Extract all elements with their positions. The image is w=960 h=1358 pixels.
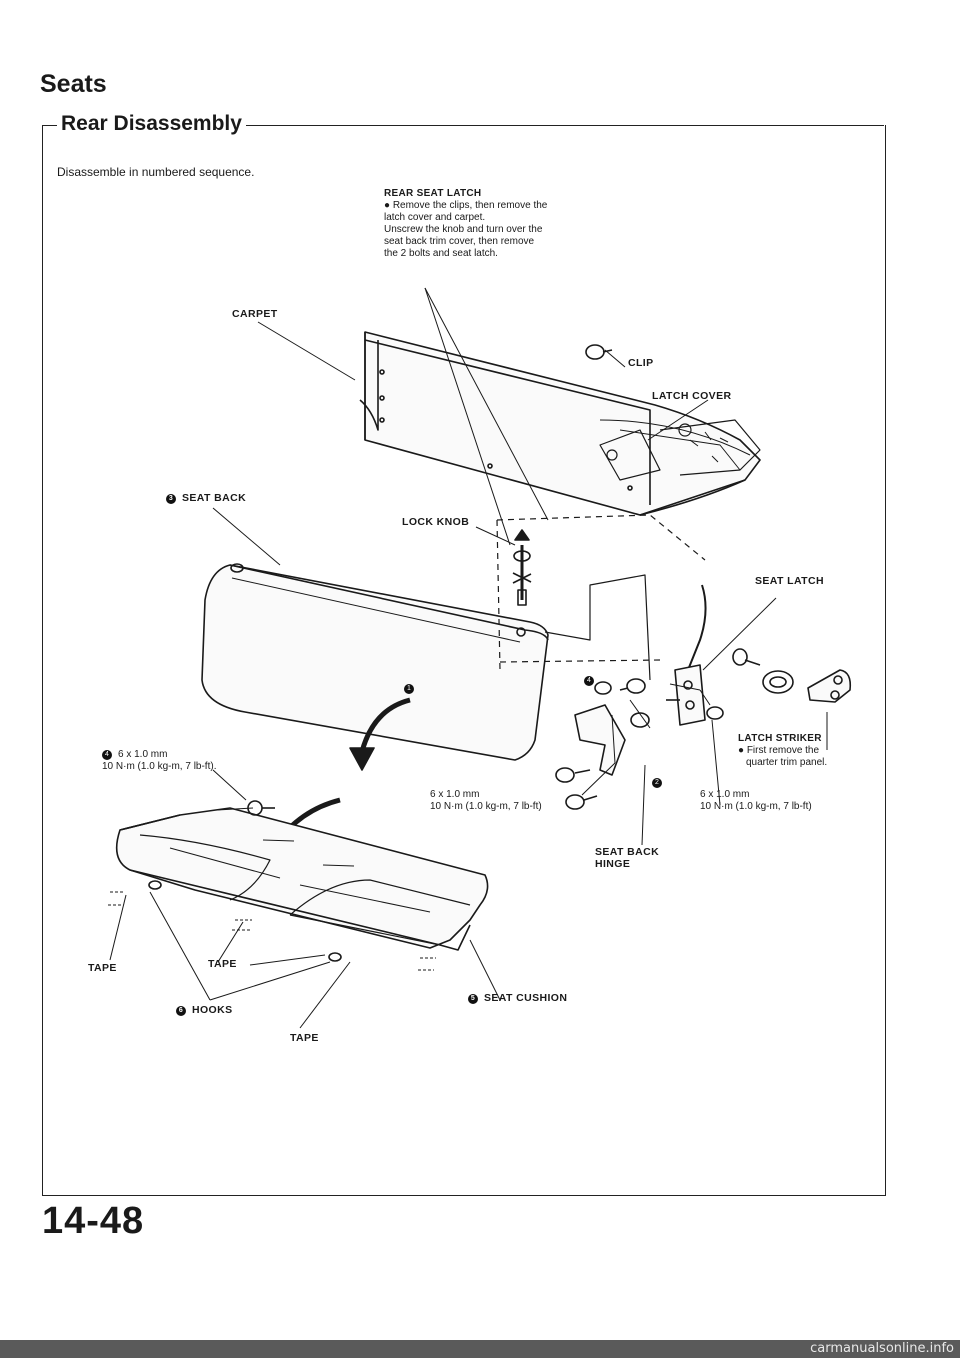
rear-seat-latch-line: seat back trim cover, then remove <box>384 236 535 247</box>
rear-seat-latch-line: the 2 bolts and seat latch. <box>384 248 498 259</box>
label-latch-cover: LATCH COVER <box>652 390 732 402</box>
subsection-title: Rear Disassembly <box>57 112 246 136</box>
label-latch-striker: LATCH STRIKER <box>738 733 822 744</box>
rear-seat-latch-line: Unscrew the knob and turn over the <box>384 224 543 235</box>
label-clip: CLIP <box>628 357 654 369</box>
upper-seat-back-drawing <box>359 331 761 516</box>
torque-spec-right: 6 x 1.0 mm 10 N·m (1.0 kg-m, 7 lb-ft) <box>700 789 812 813</box>
seat-back-hinge-drawing <box>555 678 650 810</box>
torque-center-value: 10 N·m (1.0 kg-m, 7 lb-ft) <box>430 801 542 812</box>
latch-striker-note-line: quarter trim panel. <box>746 757 828 768</box>
step-badge-5: 5 <box>468 994 478 1004</box>
lock-knob-drawing <box>512 529 532 606</box>
rear-seat-latch-title: REAR SEAT LATCH <box>384 188 482 199</box>
label-tape-bottom: TAPE <box>290 1032 319 1044</box>
label-tape-left: TAPE <box>88 962 117 974</box>
page-number: 14-48 <box>42 1200 145 1242</box>
step-badge-6: 6 <box>176 1006 186 1016</box>
seat-back-drawing <box>201 563 549 761</box>
label-seat-back: 3 SEAT BACK <box>166 492 246 504</box>
step-badge-3: 3 <box>166 494 176 504</box>
section-title: Seats <box>40 70 107 98</box>
step-badge-2: 2 <box>652 772 668 790</box>
step-badge-1: 1 <box>404 678 420 696</box>
clip-drawing <box>585 344 613 360</box>
latch-striker-note: LATCH STRIKER ● First remove the quarter… <box>738 733 827 769</box>
footer-watermark: carmanualsonline.info <box>810 1341 954 1356</box>
torque-right-size: 6 x 1.0 mm <box>700 789 750 800</box>
latch-striker-drawing <box>706 648 852 720</box>
torque-right-value: 10 N·m (1.0 kg-m, 7 lb-ft) <box>700 801 812 812</box>
frame-top-rule <box>42 125 884 126</box>
label-tape-center: TAPE <box>208 958 237 970</box>
leader-lines <box>109 287 828 1029</box>
rear-seat-latch-line: ● Remove the clips, then remove the <box>384 200 548 211</box>
rear-seat-latch-line: latch cover and carpet. <box>384 212 486 223</box>
torque-center-size: 6 x 1.0 mm <box>430 789 480 800</box>
latch-striker-note-line: ● First remove the <box>738 745 820 756</box>
seat-latch-drawing <box>666 584 707 726</box>
label-seat-back-hinge: SEAT BACK HINGE <box>595 846 660 870</box>
label-carpet: CARPET <box>232 308 278 320</box>
torque-left-value: 10 N·m (1.0 kg-m, 7 lb-ft). <box>102 761 217 772</box>
torque-spec-center: 6 x 1.0 mm 10 N·m (1.0 kg-m, 7 lb-ft) <box>430 789 542 813</box>
label-lock-knob: LOCK KNOB <box>402 516 470 528</box>
diagram-frame <box>42 125 886 1196</box>
instruction-text: Disassemble in numbered sequence. <box>57 165 255 179</box>
step-badge-4: 4 <box>102 750 112 760</box>
rear-seat-latch-note: REAR SEAT LATCH ● Remove the clips, then… <box>384 188 547 260</box>
footer-bar: carmanualsonline.info <box>0 1340 960 1358</box>
seat-cushion-drawing <box>108 807 489 971</box>
step-badge-4-center: 4 <box>584 670 600 688</box>
label-seat-back-text: SEAT BACK <box>182 492 247 504</box>
latch-cover-drawing <box>599 419 761 481</box>
label-seat-latch: SEAT LATCH <box>755 575 824 587</box>
